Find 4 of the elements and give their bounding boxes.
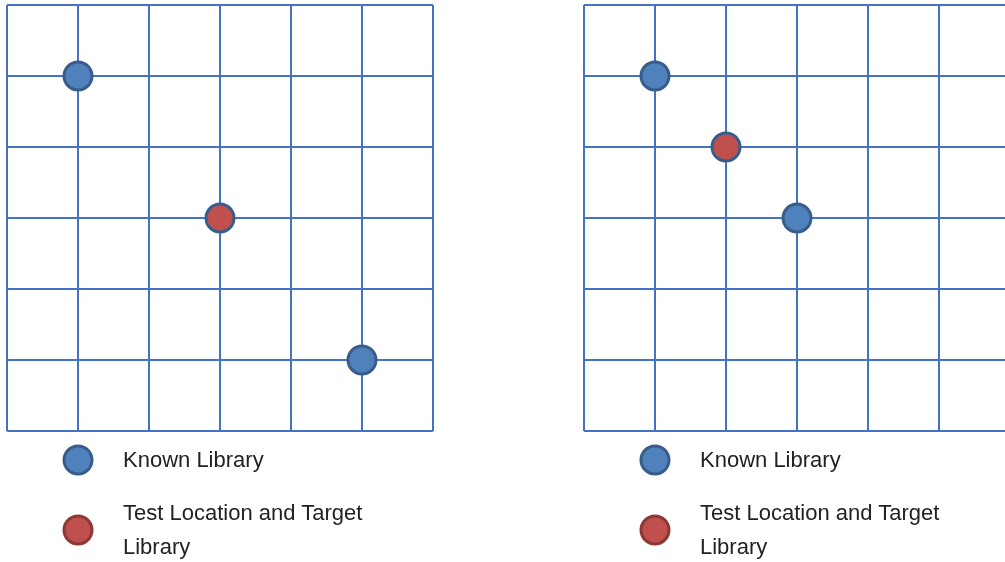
legend-label: Known Library (123, 446, 265, 474)
legend-label: Known Library (700, 446, 842, 474)
legend-label: Test Location and Target Library (123, 499, 364, 561)
legend-label: Test Location and Target Library (700, 499, 941, 561)
